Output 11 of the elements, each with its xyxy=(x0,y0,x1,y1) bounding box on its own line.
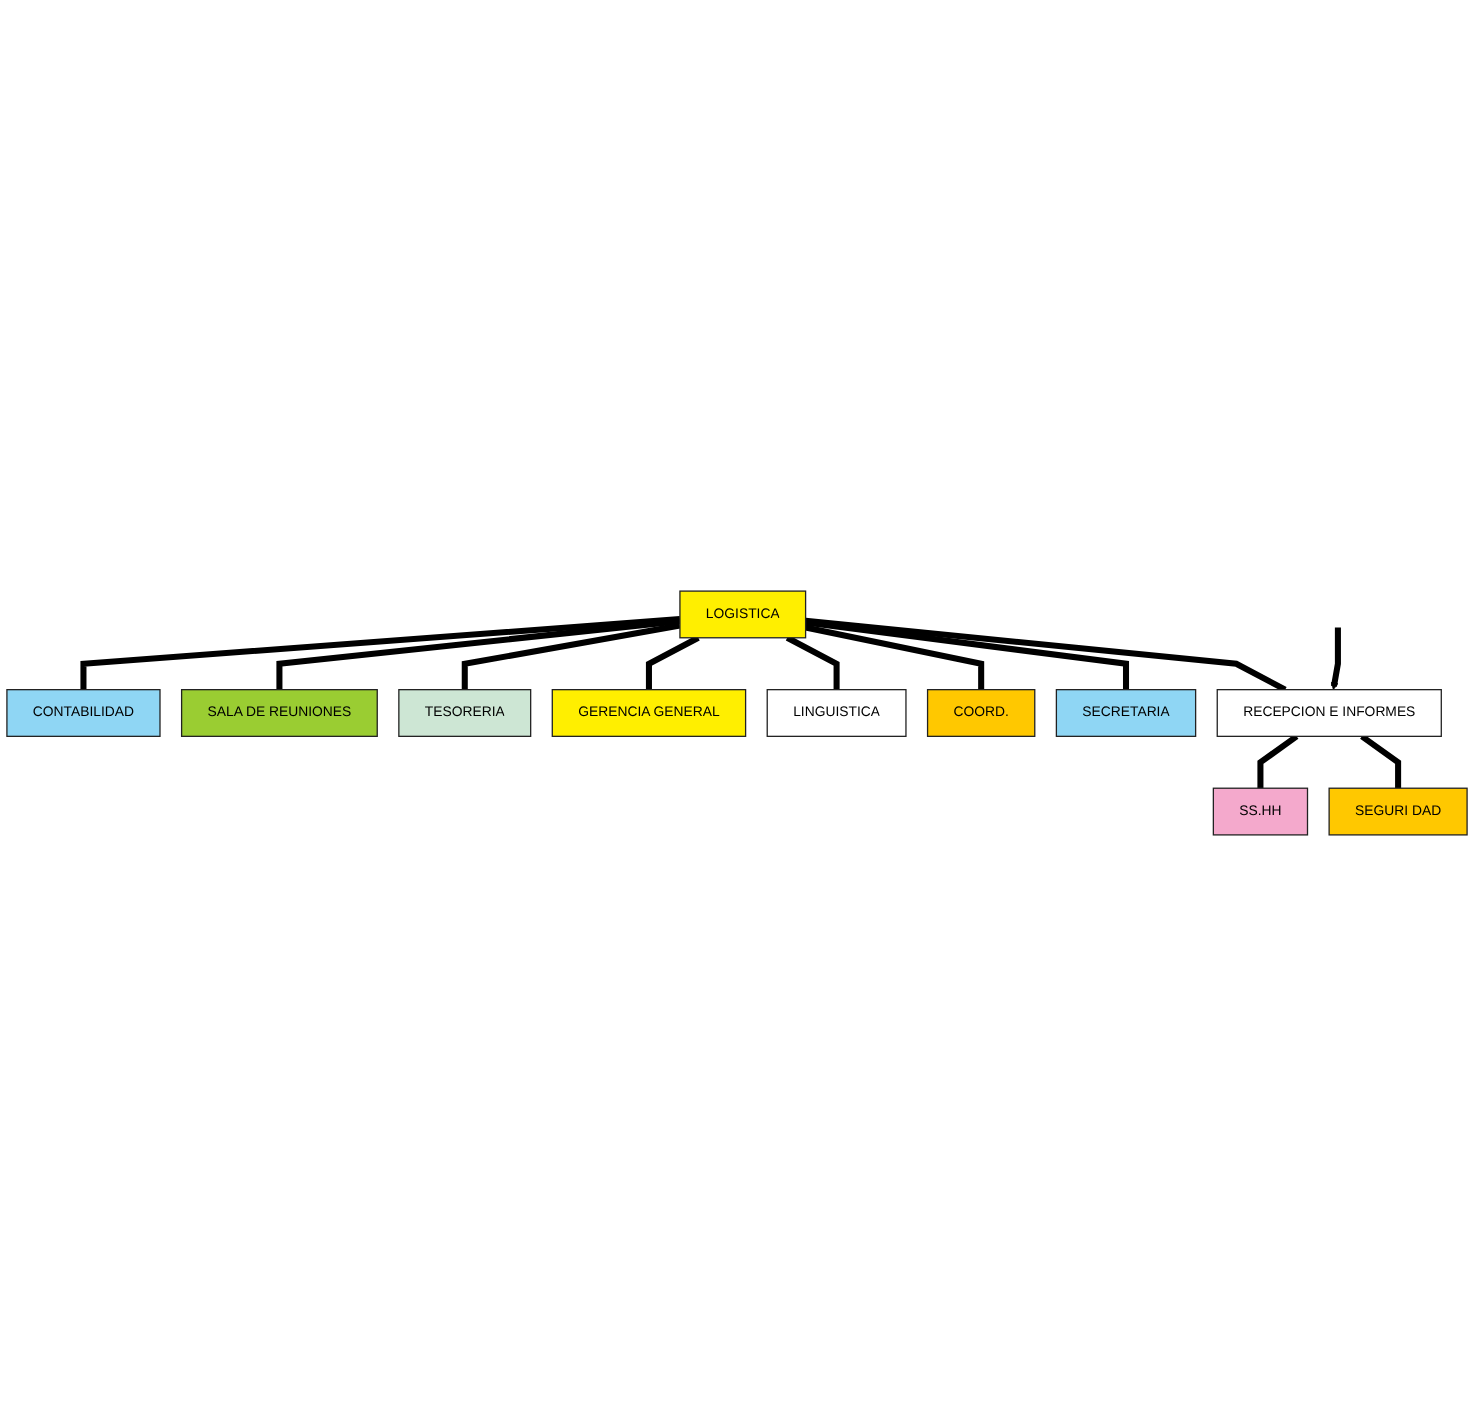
connector xyxy=(276,618,681,690)
connector xyxy=(80,616,681,690)
connector xyxy=(1257,733,1299,789)
arrow xyxy=(1330,627,1341,690)
connector xyxy=(785,635,840,690)
connector xyxy=(1360,733,1402,789)
connector xyxy=(805,624,985,690)
connector xyxy=(805,619,1130,690)
connector xyxy=(805,617,1287,693)
connector xyxy=(645,635,700,690)
connector xyxy=(461,622,681,690)
